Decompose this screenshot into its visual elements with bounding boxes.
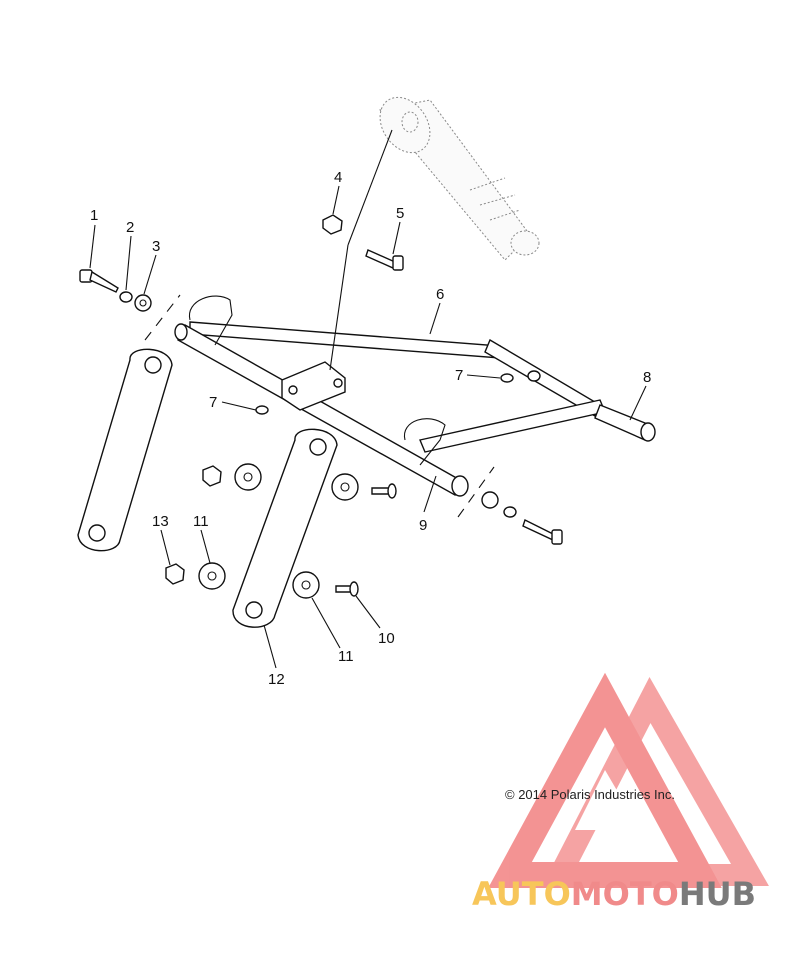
callout-10: 10 <box>378 630 395 647</box>
link-arm-left <box>77 348 173 552</box>
leader-lines <box>89 129 647 669</box>
watermark-hub: HUB <box>679 875 756 913</box>
right-hardware <box>481 491 563 545</box>
callout-4: 4 <box>334 169 342 186</box>
callout-11a: 11 <box>193 513 209 530</box>
copyright-text: © 2014 Polaris Industries Inc. <box>505 787 675 802</box>
shock-absorber-ghost <box>379 96 540 261</box>
stud-7a <box>255 405 269 415</box>
swing-arm-frame <box>174 295 656 497</box>
callout-13: 13 <box>152 513 169 530</box>
callout-9: 9 <box>419 517 427 534</box>
watermark-moto: MOTO <box>571 875 679 913</box>
pin-10 <box>335 483 397 597</box>
callout-3: 3 <box>152 238 160 255</box>
callout-5: 5 <box>396 205 404 222</box>
watermark-text: AUTOMOTOHUB <box>472 875 756 913</box>
callout-12: 12 <box>268 671 285 688</box>
callout-labels: 1 2 3 4 5 6 7 7 8 9 10 11 11 12 13 <box>90 169 651 688</box>
bolt-1 <box>79 269 119 293</box>
bolt-5 <box>365 249 404 271</box>
washer-2 <box>119 291 133 303</box>
callout-1: 1 <box>90 207 98 224</box>
nut-13 <box>165 465 222 585</box>
callout-11b: 11 <box>338 648 354 665</box>
callout-7b: 7 <box>209 394 217 411</box>
callout-2: 2 <box>126 219 134 236</box>
callout-6: 6 <box>436 286 444 303</box>
watermark-auto: AUTO <box>472 875 571 913</box>
washer-11 <box>198 463 359 599</box>
link-arm-right <box>232 428 338 628</box>
callout-8: 8 <box>643 369 651 386</box>
svg-text:AUTOMOTOHUB: AUTOMOTOHUB <box>472 875 756 913</box>
nut-4 <box>322 214 343 235</box>
callout-7a: 7 <box>455 367 463 384</box>
stud-7b <box>500 373 514 383</box>
washer-3 <box>134 294 152 312</box>
watermark-logo <box>488 672 769 888</box>
